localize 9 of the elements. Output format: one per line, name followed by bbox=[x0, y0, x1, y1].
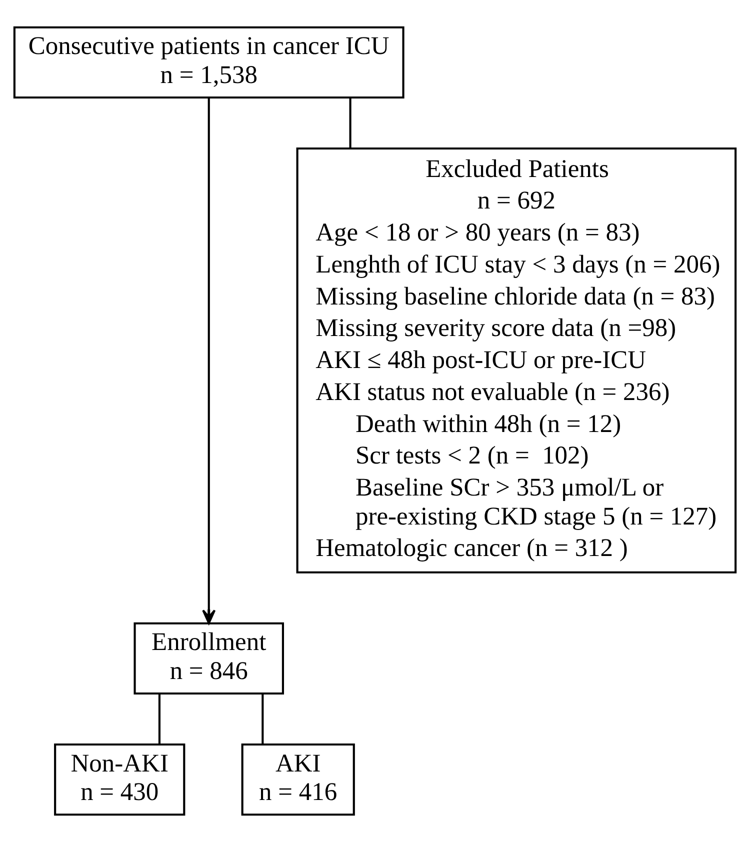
node-box: Consecutive patients in cancer ICU n = 1,538 bbox=[13, 26, 404, 99]
node-box: Excluded Patients n = 692 Age < 18 or > 80 years (n = 83) Lenghth of ICU stay < 3 days (n = 206) Missing baseline chloride data (n = 83) Missing severity score data (n =98) AKI ≤ 48h post-ICU or pre-ICU AKI status not evaluable (n = 236) Death within 48h (n = 12) Scr tests < 2 (n = 102) Baseline SCr > 353 μmol/L or pre-existing CKD stage 5 (n = 127) Hematologic cancer (n = 312 ) bbox=[296, 147, 737, 574]
connector bbox=[349, 98, 352, 148]
connector bbox=[158, 694, 160, 744]
node-box: Enrollment n = 846 bbox=[134, 622, 284, 695]
arrow bbox=[202, 98, 216, 624]
connector bbox=[262, 694, 264, 744]
node-box: Non-AKI n = 430 bbox=[54, 743, 186, 816]
node-box: AKI n = 416 bbox=[241, 743, 355, 816]
